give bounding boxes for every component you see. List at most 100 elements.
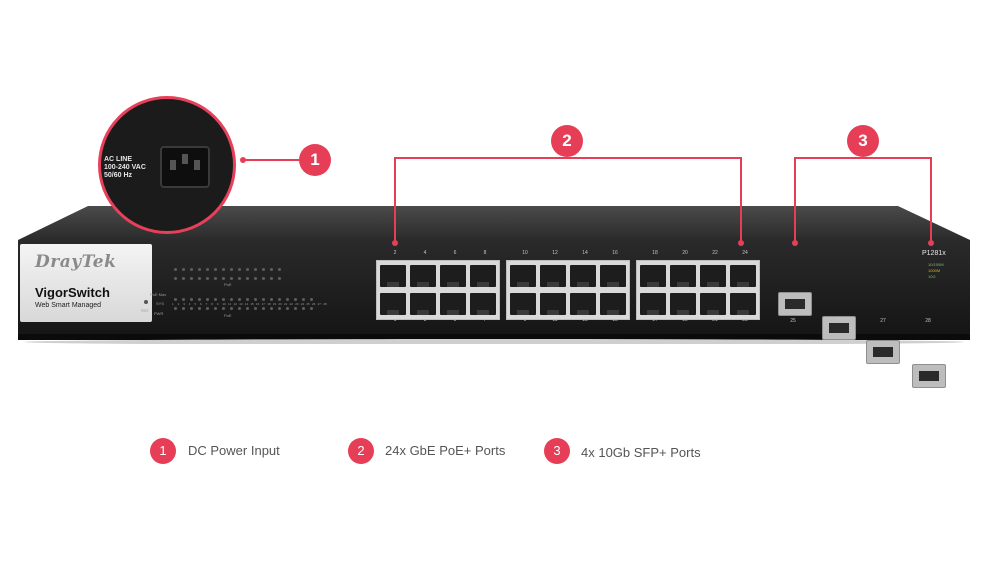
rj45-port[interactable] [380,293,406,315]
rj45-port[interactable] [440,265,466,287]
led-row-4 [174,307,313,310]
pwr-label: PWR [154,311,164,316]
callout-3-bracket-right [930,157,932,241]
led-number-27: 27 [317,302,321,306]
rj45-port[interactable] [570,293,596,315]
power-label-line-3: 50/60 Hz [104,172,133,179]
power-label-line-1: AC LINE [104,156,132,163]
led-number-28: 28 [323,302,327,306]
port-number-23: 23 [742,317,748,323]
led-number-10: 10 [222,302,226,306]
led-row-3 [174,298,313,301]
rj45-block-3 [636,260,760,320]
port-number-24: 24 [742,250,748,256]
rj45-port[interactable] [700,293,726,315]
rj45-port[interactable] [730,293,756,315]
led-number-9: 9 [216,302,219,306]
callout-2-bracket-left [394,157,396,241]
legend-label-2: 24x GbE PoE+ Ports [385,443,506,458]
led-number-5: 5 [194,302,197,306]
callout-badge-3: 3 [848,126,878,156]
rj45-port[interactable] [510,265,536,287]
power-socket-icon [160,146,210,188]
rj45-port[interactable] [730,265,756,287]
port-number-10: 10 [522,250,528,256]
port-number-6: 6 [453,250,457,256]
led-number-20: 20 [278,302,282,306]
rj45-port[interactable] [380,265,406,287]
led-number-4: 4 [188,302,191,306]
led-number-26: 26 [312,302,316,306]
rst-label: RST [141,308,149,313]
led-number-14: 14 [244,302,249,306]
led-number-3: 3 [183,302,185,306]
port-number-15: 15 [612,317,618,323]
rj45-port[interactable] [470,265,496,287]
socket-pin [170,160,176,170]
sfp-port[interactable] [822,316,856,340]
led-number-22: 22 [289,302,293,306]
model-subtitle: Web Smart Managed [35,302,102,309]
callout-badge-1: 1 [300,145,330,175]
port-number-7: 7 [483,317,487,323]
port-number-13: 13 [582,317,588,323]
sfp-number-27: 27 [880,318,886,324]
led-number-2: 2 [177,302,180,306]
port-number-21: 21 [712,317,718,323]
callout-1-line [244,159,300,161]
led-number-21: 21 [284,302,288,306]
led-number-24: 24 [300,302,305,306]
reset-button[interactable] [144,300,148,304]
led-number-16: 16 [256,302,260,306]
rj45-port[interactable] [600,265,626,287]
rj45-port[interactable] [570,265,596,287]
rj45-port[interactable] [640,265,666,287]
rj45-port[interactable] [540,293,566,315]
sfp-port[interactable] [778,292,812,316]
brand-logo: DrayTek [35,252,117,272]
led-row-2 [174,277,281,280]
callout-3-bracket-top [794,157,932,159]
sfp-port[interactable] [866,340,900,364]
rj45-port[interactable] [410,265,436,287]
port-number-18: 18 [652,250,658,256]
sfp-number-25: 25 [790,318,796,324]
rj45-port[interactable] [670,293,696,315]
led-row-1 [174,268,281,271]
led-number-12: 12 [233,302,237,306]
model-code: P1281x [922,250,946,257]
sfp-port[interactable] [912,364,946,388]
poe-label-top: PoE [224,282,232,287]
poe-label-bottom: PoE [224,313,232,318]
sys-label: SYS [156,301,165,306]
callout-3-bracket-left [794,157,796,241]
rj45-port[interactable] [540,265,566,287]
rj45-port[interactable] [410,293,436,315]
callout-3-dot-left [792,240,798,246]
model-name: VigorSwitch [35,285,110,300]
speed-legend-1: 10/100M [928,262,944,267]
rj45-port[interactable] [640,293,666,315]
rj45-port[interactable] [440,293,466,315]
rj45-port[interactable] [700,265,726,287]
callout-3-dot-right [928,240,934,246]
legend-label-1: DC Power Input [188,443,280,458]
rj45-port[interactable] [510,293,536,315]
callout-2-dot-right [738,240,744,246]
callout-1-dot [240,157,246,163]
poe-max-label: PoE Max [150,292,167,297]
rj45-port[interactable] [670,265,696,287]
port-number-17: 17 [652,317,658,323]
port-number-19: 19 [682,317,688,323]
rj45-port[interactable] [600,293,626,315]
power-label-line-2: 100-240 VAC [104,164,146,171]
led-number-13: 13 [239,302,243,306]
led-number-6: 6 [200,302,202,306]
rj45-port[interactable] [470,293,496,315]
port-number-22: 22 [712,250,718,256]
led-number-18: 18 [267,302,271,306]
